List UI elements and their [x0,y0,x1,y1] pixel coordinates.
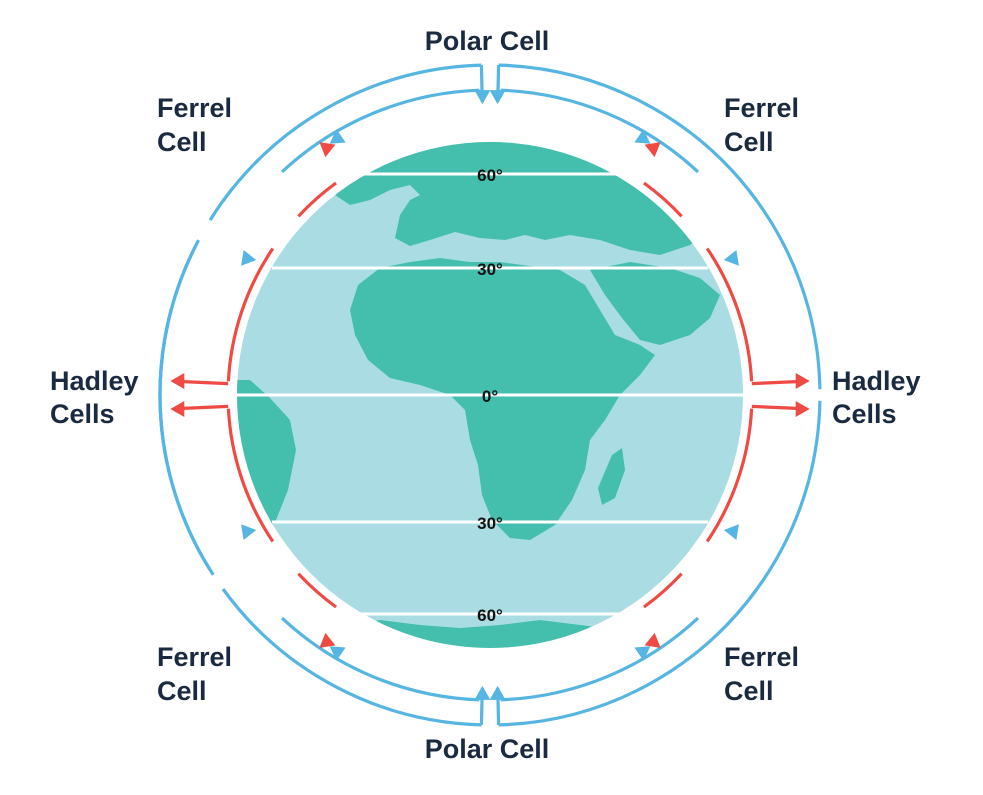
label-ferrel-cell-bottom-left-line1: Ferrel [157,642,232,672]
latitude-lines [236,172,744,616]
surface-tr-ferrel-arc [643,181,683,218]
convergence-arrow-tl [241,250,257,266]
label-polar-cell-bottom: Polar Cell [425,734,550,764]
hadley-right-out-bottom-line [751,404,800,411]
surface-left-north-arc [226,247,275,382]
latitude-label-equator: 0° [482,387,498,406]
convergence-arrow-br [723,524,739,540]
landmass-africa [350,258,655,540]
divergence-arrow-red-br [644,632,661,648]
ferrel-tr-outer-lower [779,239,811,311]
label-ferrel-cell-bottom-right-line1: Ferrel [724,642,799,672]
divergence-arrow-blue-bl [329,646,346,661]
hadley-left-outer-arc-top [158,309,173,396]
polar-top-inner-arc-left [280,88,480,174]
surface-bl-ferrel-arc [297,572,337,609]
hadley-left-arrow-bottom [170,401,185,417]
label-ferrel-cell-top-right: Ferrel Cell [724,93,807,157]
label-ferrel-cell-top-left: Ferrel Cell [157,93,240,157]
label-hadley-cells-right-line1: Hadley [832,366,921,396]
label-ferrel-cell-bottom-right: Ferrel Cell [724,642,807,706]
polar-bottom-arrow-left [474,685,491,700]
divergence-arrow-red-tr [644,142,661,158]
landmass-arabia [590,262,720,345]
polar-bottom-outer-arc-right [498,588,759,727]
label-hadley-cells-left-line1: Hadley [50,366,139,396]
polar-top-outer-arc-left [221,63,482,202]
label-hadley-cells-left-line2: Cells [50,399,115,429]
polar-bottom-inner-arc-left [280,616,480,702]
polar-top-arrow-right [489,90,506,105]
polar-top-outer-arc-right [498,63,759,202]
ferrel-br-outer-bottom [748,549,783,600]
polar-top-arrow-left [474,90,491,105]
latitude-label-n30: 30° [477,260,503,279]
polar-bottom-outer-arc-left [221,588,482,727]
label-hadley-cells-right: Hadley Cells [832,366,928,429]
polar-bottom-inner-arc-right [500,616,700,702]
hadley-right-outer-arc-top [807,309,822,390]
hadley-right-out-top-line [751,379,800,386]
surface-right-north-arc [705,247,754,382]
ferrel-br-outer-upper [779,479,811,551]
divergence-arrow-red-bl [319,632,336,648]
label-ferrel-cell-bottom-right-line2: Cell [724,676,774,706]
earth-globe-icon: 60° 30° 0° 30° 60° [236,142,744,648]
surface-tl-ferrel-arc [297,181,337,218]
hadley-right-outer-arc-bottom [807,400,822,481]
landmass-madagascar [598,448,625,505]
label-ferrel-cell-bottom-left-line2: Cell [157,676,207,706]
surface-left-south-arc [226,408,275,543]
label-polar-cell-top: Polar Cell [425,26,550,56]
circulation-flows [158,63,822,727]
label-ferrel-cell-top-left-line2: Cell [157,127,207,157]
hadley-left-out-top-line [180,379,229,386]
hadley-left-arrow-top [170,373,185,389]
divergence-arrow-blue-tl [329,129,346,144]
divergence-arrow-red-tl [319,142,336,158]
label-hadley-cells-right-line2: Cells [832,399,897,429]
label-ferrel-cell-top-left-line1: Ferrel [157,93,232,123]
label-ferrel-cell-bottom-left: Ferrel Cell [157,642,240,706]
convergence-arrow-bl [241,524,257,540]
divergence-arrow-blue-tr [634,129,651,144]
polar-bottom-arrow-right [489,685,506,700]
hadley-right-arrow-top [795,373,810,389]
label-hadley-cells-left: Hadley Cells [50,366,146,429]
hadley-left-out-bottom-line [180,404,229,411]
hadley-right-arrow-bottom [795,401,810,417]
label-ferrel-cell-top-right-line1: Ferrel [724,93,799,123]
latitude-label-s60: 60° [477,606,503,625]
surface-right-south-arc [705,408,754,543]
latitude-label-s30: 30° [477,514,503,533]
ferrel-tl-top-stub [208,186,235,221]
divergence-arrow-blue-br [634,646,651,661]
hadley-left-outer-arc-bottom [158,394,173,481]
ferrel-tr-outer-top [748,190,783,241]
surface-br-ferrel-arc [643,572,683,609]
latitude-label-n60: 60° [477,166,503,185]
convergence-arrow-tr [723,250,739,266]
polar-top-inner-arc-right [500,88,700,174]
label-ferrel-cell-top-right-line2: Cell [724,127,774,157]
